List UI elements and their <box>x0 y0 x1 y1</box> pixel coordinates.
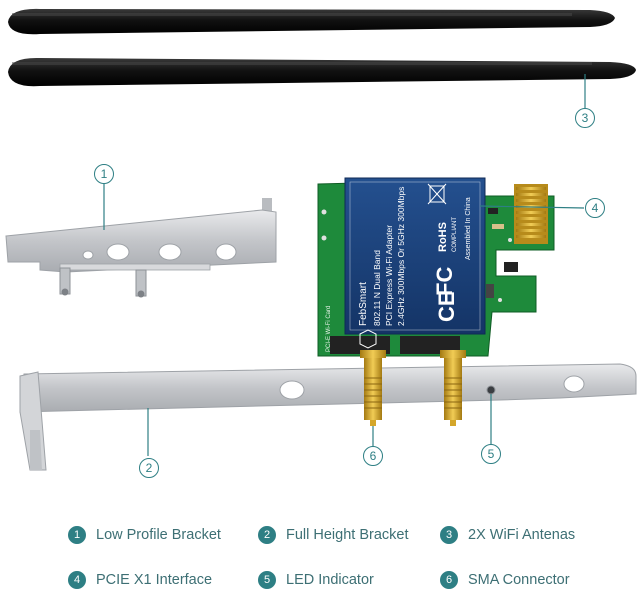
legend: 1 Low Profile Bracket 2 Full Height Brac… <box>0 520 640 591</box>
sma-connector-right <box>440 350 466 426</box>
card-line1: 802.11 N Dual Band <box>372 250 382 326</box>
circle-number-icon: 1 <box>68 526 86 544</box>
antenna-top <box>8 8 615 35</box>
circle-number-icon: 3 <box>440 526 458 544</box>
card-line3: 2.4GHz 300Mbps Or 5GHz 300Mbps <box>396 187 406 326</box>
sma-connector-left <box>360 350 386 426</box>
legend-item-low-profile-bracket: 1 Low Profile Bracket <box>68 526 221 544</box>
callout-4: 4 <box>585 198 605 218</box>
legend-label: SMA Connector <box>468 572 570 588</box>
legend-label: PCIE X1 Interface <box>96 572 213 588</box>
card-line2: PCI Express Wi-Fi Adapter <box>384 225 394 326</box>
product-illustration: PCI-E Wi-Fi Card FebSmart 802.11 N Dual … <box>5 8 637 471</box>
legend-label: Full Height Bracket <box>286 527 409 543</box>
antenna-bottom <box>8 57 636 87</box>
circle-number-icon: 2 <box>258 526 276 544</box>
legend-label: Low Profile Bracket <box>96 527 221 543</box>
full-height-bracket <box>19 363 637 471</box>
card-compliant: COMPLIANT <box>452 217 458 252</box>
legend-item-pcie-interface: 4 PCIE X1 Interface <box>68 571 212 589</box>
legend-item-sma-connector: 6 SMA Connector <box>440 571 570 589</box>
brand-cube-icon <box>359 329 377 349</box>
callout-2: 2 <box>139 458 159 478</box>
legend-label: LED Indicator <box>286 572 374 588</box>
callout-6: 6 <box>363 446 383 466</box>
callout-5: 5 <box>481 444 501 464</box>
card-label-panel <box>344 177 486 335</box>
callout-3: 3 <box>575 108 595 128</box>
legend-label: 2X WiFi Antenas <box>468 527 576 543</box>
weee-bin-icon <box>427 183 447 205</box>
card-assembled: Assembled In China <box>465 197 472 260</box>
card-brand: FebSmart <box>358 282 369 326</box>
circle-number-icon: 6 <box>440 571 458 589</box>
legend-item-led-indicator: 5 LED Indicator <box>258 571 374 589</box>
pcb-print: PCI-E Wi-Fi Card <box>326 306 332 352</box>
circle-number-icon: 4 <box>68 571 86 589</box>
legend-item-full-height-bracket: 2 Full Height Bracket <box>258 526 409 544</box>
card-ce: CE <box>434 291 459 322</box>
circle-number-icon: 5 <box>258 571 276 589</box>
card-fc: FC <box>432 267 457 296</box>
callout-1: 1 <box>94 164 114 184</box>
legend-item-wifi-antennas: 3 2X WiFi Antenas <box>440 526 575 544</box>
card-rohs: RoHS <box>437 222 449 252</box>
low-profile-bracket <box>5 198 277 298</box>
